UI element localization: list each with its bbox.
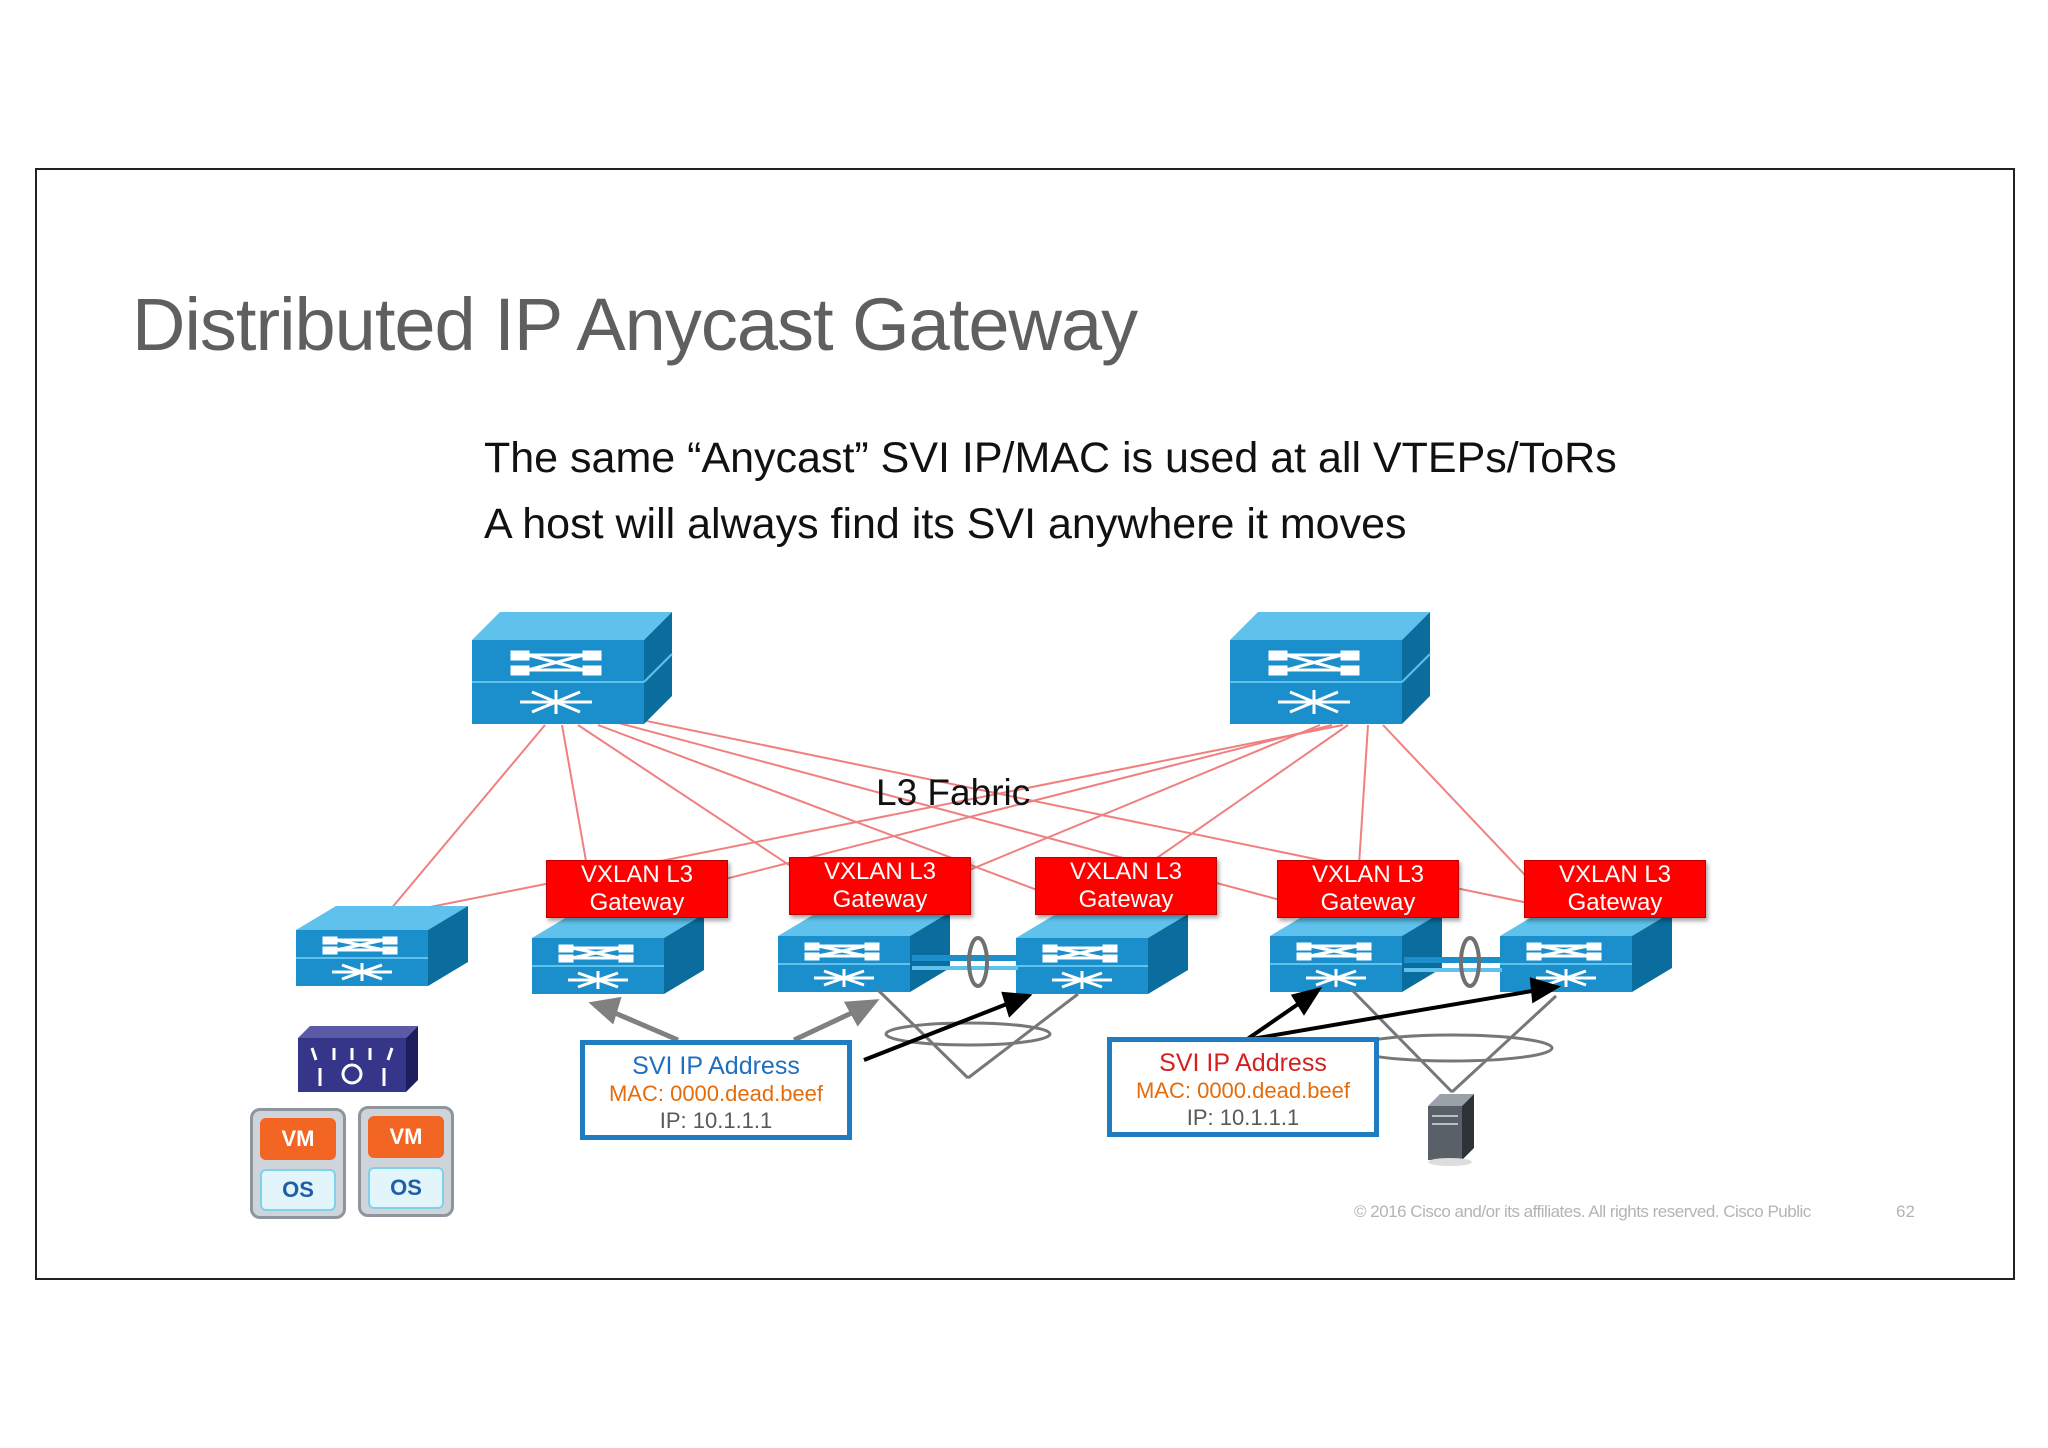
leaf-switch-icon [530,912,706,996]
svi-arrows-gray [588,996,880,1043]
vswitch-icon [298,1026,418,1092]
port-channel-icon [967,936,989,988]
slide-frame [35,168,2015,1280]
svi-address-box: SVI IP Address MAC: 0000.dead.beef IP: 1… [580,1040,852,1140]
vm-label: VM [260,1118,336,1160]
leaf-switch-icon [1498,910,1674,994]
slide-title: Distributed IP Anycast Gateway [132,283,1138,366]
page-number: 62 [1896,1202,1915,1221]
os-label: OS [368,1167,444,1209]
leaf-switch-icon [1014,912,1190,996]
copyright-footer: © 2016 Cisco and/or its affiliates. All … [1354,1202,1811,1221]
leaf-switch-icon [294,904,470,988]
svi-arrows-black [863,977,1561,1062]
server-icon [1428,1094,1474,1166]
l3-fabric-label: L3 Fabric [876,772,1031,813]
svi-address-box: SVI IP Address MAC: 0000.dead.beef IP: 1… [1107,1037,1379,1137]
leaf-switch-icon [1268,910,1444,994]
spine-switch-icon [470,610,674,726]
peer-link [912,936,1502,988]
spine-switch-icon [1228,610,1432,726]
bullet-host-moves: A host will always find its SVI anywhere… [484,500,1407,548]
os-label: OS [260,1169,336,1211]
port-channel-icon [1459,936,1481,988]
vm-label: VM [368,1116,444,1158]
virtual-machine: VM OS [358,1106,454,1217]
bullet-anycast-svi: The same “Anycast” SVI IP/MAC is used at… [484,434,1617,482]
virtual-machine: VM OS [250,1108,346,1219]
leaf-switch-icon [776,910,952,994]
